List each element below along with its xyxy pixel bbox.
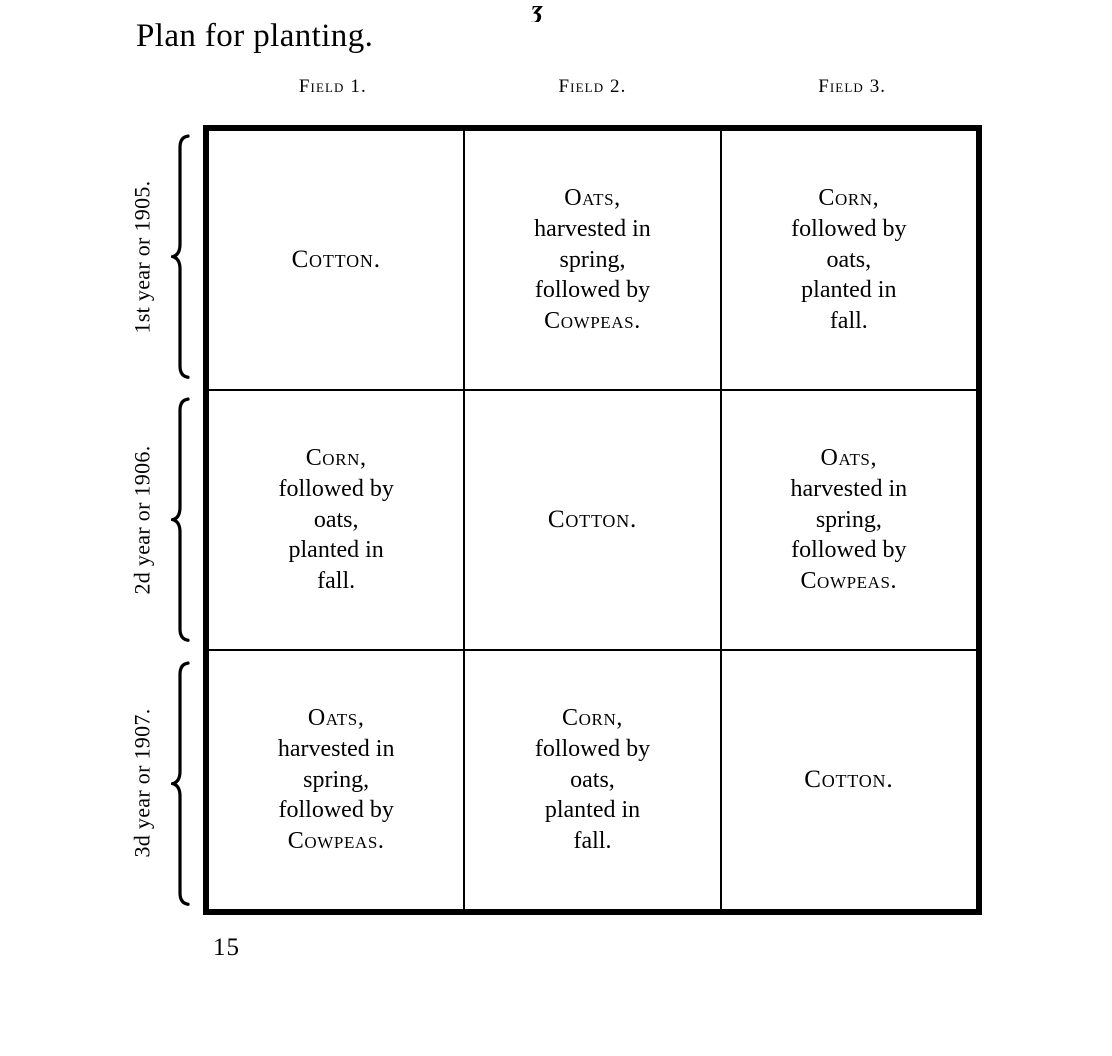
cell-line: planted in bbox=[801, 277, 897, 304]
cell-line: Oats, bbox=[564, 185, 621, 212]
cell-line: followed by bbox=[791, 215, 907, 242]
cell-line: fall. bbox=[573, 828, 612, 855]
table-cell-year3-field3: Cotton. bbox=[722, 651, 976, 909]
column-header-row: Field 1. Field 2. Field 3. bbox=[203, 76, 982, 106]
cell-line: followed by bbox=[534, 735, 651, 762]
row-label-year-3: 3d year or 1907. bbox=[118, 652, 203, 915]
row-label-year-3-text-wrap: 3d year or 1907. bbox=[118, 652, 166, 915]
cell-line: Oats, bbox=[820, 445, 878, 472]
cell-line: oats, bbox=[826, 246, 872, 273]
table-cell-year2-field3: Oats, harvested in spring, followed by Cowpe… bbox=[722, 391, 976, 649]
cell-line: Cowpeas. bbox=[287, 828, 385, 855]
cell-line: planted in bbox=[544, 797, 641, 824]
cell-line: Corn, bbox=[818, 185, 880, 212]
cell-line: fall. bbox=[317, 568, 356, 595]
cell-content: Corn, followed by oats, planted in fall. bbox=[535, 703, 650, 857]
brace-icon-year-3 bbox=[171, 660, 191, 907]
cell-content: Corn, followed by oats, planted in fall. bbox=[279, 443, 394, 597]
table-row: Corn, followed by oats, planted in fall. Cot… bbox=[209, 391, 976, 651]
cell-content: Oats, harvested in spring, followed by Cowpe… bbox=[791, 443, 908, 597]
table-cell-year2-field2: Cotton. bbox=[465, 391, 722, 649]
cell-line: Cotton. bbox=[547, 506, 638, 533]
row-label-year-1: 1st year or 1905. bbox=[118, 125, 203, 388]
cell-line: Corn, bbox=[562, 705, 623, 732]
cell-line: Cowpeas. bbox=[544, 308, 641, 335]
cell-content: Cotton. bbox=[292, 244, 381, 276]
cell-content: Oats, harvested in spring, followed by Cowpe… bbox=[534, 183, 651, 337]
table-row: Cotton. Oats, harvested in spring, followed… bbox=[209, 131, 976, 391]
row-label-year-2-text: 2d year or 1906. bbox=[129, 445, 155, 595]
row-label-year-2: 2d year or 1906. bbox=[118, 388, 203, 651]
row-label-year-2-text-wrap: 2d year or 1906. bbox=[118, 388, 166, 651]
cell-line: oats, bbox=[313, 506, 359, 533]
cell-content: Corn, followed by oats, planted in fall. bbox=[791, 183, 906, 337]
cell-line: Corn, bbox=[305, 445, 367, 472]
planting-plan-table: Cotton. Oats, harvested in spring, followed… bbox=[203, 125, 982, 915]
table-cell-year2-field1: Corn, followed by oats, planted in fall. bbox=[209, 391, 466, 649]
table-cell-year3-field2: Corn, followed by oats, planted in fall. bbox=[465, 651, 722, 909]
table-row: Oats, harvested in spring, followed by Cowpe… bbox=[209, 651, 976, 909]
table-cell-year1-field2: Oats, harvested in spring, followed by Cowpe… bbox=[465, 131, 722, 389]
cell-line: Cotton. bbox=[291, 246, 381, 273]
page-number: 15 bbox=[213, 934, 240, 961]
page-title: Plan for planting. bbox=[136, 18, 374, 54]
table-cell-year3-field1: Oats, harvested in spring, followed by Cowpe… bbox=[209, 651, 466, 909]
cell-line: followed by bbox=[534, 277, 651, 304]
row-label-column: 1st year or 1905. 2d year or 1906. 3d ye… bbox=[118, 125, 203, 915]
row-label-year-1-text: 1st year or 1905. bbox=[129, 180, 154, 334]
cell-line: Cotton. bbox=[804, 766, 894, 793]
cell-line: Cowpeas. bbox=[800, 568, 898, 595]
column-header-field-1: Field 1. bbox=[298, 76, 367, 97]
column-header-field-2: Field 2. bbox=[558, 76, 627, 97]
row-label-year-1-text-wrap: 1st year or 1905. bbox=[118, 125, 166, 388]
table-cell-year1-field3: Corn, followed by oats, planted in fall. bbox=[722, 131, 976, 389]
column-header-field-3: Field 3. bbox=[818, 76, 887, 97]
brace-icon-year-1 bbox=[171, 133, 191, 380]
cell-line: spring, bbox=[303, 766, 370, 793]
table-cell-year1-field1: Cotton. bbox=[209, 131, 466, 389]
cell-line: planted in bbox=[288, 537, 384, 564]
cell-line: spring, bbox=[815, 506, 882, 533]
brace-icon-year-2 bbox=[171, 396, 191, 643]
cell-content: Cotton. bbox=[548, 504, 637, 536]
cell-line: harvested in bbox=[277, 735, 395, 762]
cell-line: followed by bbox=[278, 797, 394, 824]
cell-line: harvested in bbox=[790, 475, 908, 502]
cell-line: fall. bbox=[829, 308, 868, 335]
cell-line: followed by bbox=[791, 537, 907, 564]
row-label-year-3-text: 3d year or 1907. bbox=[129, 708, 155, 858]
cell-line: Oats, bbox=[307, 705, 365, 732]
scan-artifact-mark: ʒ bbox=[531, 0, 544, 22]
cell-content: Oats, harvested in spring, followed by Cowpe… bbox=[278, 703, 395, 857]
cell-line: followed by bbox=[278, 475, 394, 502]
cell-line: oats, bbox=[570, 766, 615, 793]
cell-line: harvested in bbox=[534, 215, 651, 242]
cell-line: spring, bbox=[559, 246, 626, 273]
cell-content: Cotton. bbox=[804, 764, 893, 796]
